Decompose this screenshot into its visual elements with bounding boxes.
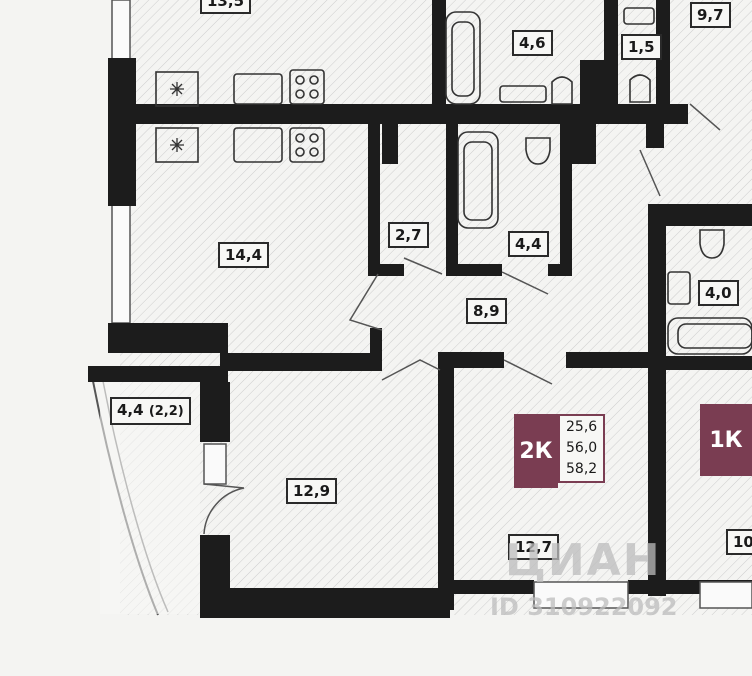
window-living bbox=[533, 581, 629, 609]
room-label-top-right: 9,7 bbox=[690, 2, 731, 28]
area-total-balcony: 58,2 bbox=[566, 461, 598, 477]
sink-kitchen bbox=[233, 127, 283, 163]
wall-bath-bottom-right bbox=[548, 264, 572, 276]
room-label-bath: 4,4 bbox=[508, 231, 549, 257]
window-bedroom-side bbox=[203, 443, 227, 485]
exterior-bottom bbox=[0, 620, 752, 676]
wall-wc-right bbox=[656, 0, 670, 110]
door-bath bbox=[501, 271, 549, 295]
wall-living-right bbox=[648, 204, 666, 596]
door-bedroom bbox=[381, 359, 441, 381]
room-label-storage: 2,7 bbox=[388, 222, 429, 248]
stove-top bbox=[289, 69, 325, 105]
facade-window-top bbox=[111, 0, 131, 61]
door-storage bbox=[403, 257, 443, 275]
sink-right bbox=[667, 271, 691, 305]
wall-living-left bbox=[438, 352, 454, 610]
room-label-wc-top: 1,5 bbox=[621, 34, 662, 60]
neighbor-type-badge: 1К bbox=[700, 404, 752, 476]
wall-bath-top-right bbox=[604, 0, 618, 110]
fridge-stars bbox=[170, 82, 184, 152]
bathtub-right bbox=[667, 317, 752, 355]
room-label-bottom-right: 10 bbox=[726, 529, 752, 555]
room-label-kitchen: 14,4 bbox=[218, 242, 270, 268]
wall-storage-right bbox=[446, 124, 458, 276]
door-balcony bbox=[203, 483, 245, 535]
sink-kitchen-top bbox=[233, 73, 283, 105]
stove-kitchen bbox=[289, 127, 325, 163]
exterior bbox=[0, 0, 108, 676]
room-label-living: 12,7 bbox=[508, 534, 560, 560]
door-right-bath bbox=[639, 103, 721, 197]
wall-shaft-right bbox=[646, 124, 664, 148]
wall-right-top bbox=[648, 204, 752, 226]
toilet-wc bbox=[629, 74, 651, 103]
doors bbox=[203, 103, 721, 535]
wall-horizontal-top bbox=[108, 104, 688, 124]
wall-bottom bbox=[200, 588, 450, 618]
wall-left-top bbox=[108, 58, 136, 206]
wall-left-mid bbox=[108, 323, 228, 353]
toilet-bath bbox=[525, 137, 551, 165]
wall-kitchen-bottom bbox=[220, 353, 382, 371]
area-living: 25,6 bbox=[566, 419, 598, 435]
window-right-room bbox=[699, 581, 752, 609]
watermark-brand: ЦИАН bbox=[505, 535, 662, 586]
wall-bath-right bbox=[560, 124, 572, 276]
room-label-bedroom: 12,9 bbox=[286, 478, 338, 504]
wall-bedroom-divider bbox=[200, 382, 230, 442]
bathtub-right-inner bbox=[677, 323, 752, 349]
watermark-id: ID 310922092 bbox=[490, 593, 678, 621]
facade-window-mid bbox=[111, 204, 131, 324]
area-total: 56,0 bbox=[566, 440, 598, 456]
wall-shaft-bath bbox=[572, 124, 596, 164]
apartment-areas: 25,6 56,0 58,2 bbox=[558, 414, 606, 483]
sink-top bbox=[499, 85, 547, 103]
room-label-bath-top: 4,6 bbox=[512, 30, 553, 56]
wall-living-top-left bbox=[438, 352, 504, 368]
wall-shaft-storage bbox=[382, 124, 398, 164]
fridge-kitchen bbox=[155, 127, 199, 163]
room-label-balcony: 4,4 (2,2) bbox=[110, 397, 191, 425]
wall-balcony-top bbox=[88, 366, 228, 382]
door-living bbox=[503, 359, 553, 385]
toilet-top bbox=[551, 76, 573, 105]
sink-wc bbox=[623, 7, 655, 25]
room-label-top: 13,5 bbox=[200, 0, 252, 14]
wall-right-bottom bbox=[666, 356, 752, 370]
room-label-hall: 8,9 bbox=[466, 298, 507, 324]
wall-storage-left bbox=[368, 124, 380, 276]
apartment-type-badge: 2К bbox=[514, 414, 558, 488]
fixtures bbox=[155, 7, 752, 355]
bathtub-top-inner bbox=[451, 21, 475, 97]
wall-living-top-right bbox=[566, 352, 648, 368]
wall-storage-bottom bbox=[368, 264, 404, 276]
wall-bath-bottom bbox=[446, 264, 502, 276]
room-label-bath-right: 4,0 bbox=[698, 280, 739, 306]
walls bbox=[88, 0, 752, 618]
wall-hall-corner bbox=[370, 328, 382, 368]
wall-shaft-top bbox=[580, 60, 604, 110]
fridge-top bbox=[155, 71, 199, 107]
wall-bottom-right bbox=[448, 580, 534, 594]
door-hall-left bbox=[348, 273, 383, 331]
bathtub bbox=[457, 131, 499, 229]
bathtub-top bbox=[445, 11, 481, 105]
toilet-right bbox=[699, 229, 725, 259]
bathtub-inner bbox=[463, 141, 493, 221]
wall-bath-top-left bbox=[432, 0, 446, 110]
